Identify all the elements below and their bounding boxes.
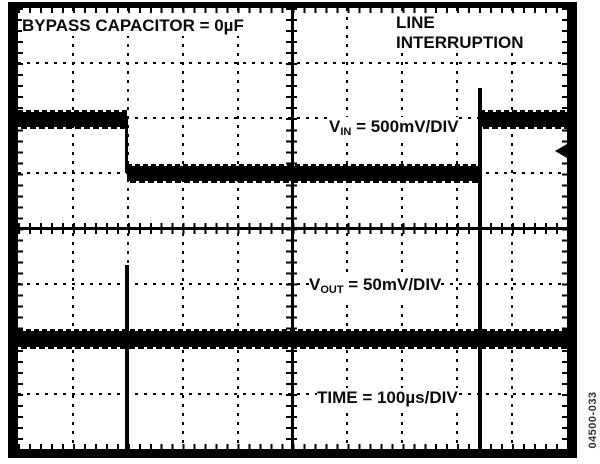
trace-vout-band xyxy=(18,328,567,349)
trace-vin-edge xyxy=(125,119,129,174)
time-scale-label: TIME = 100µs/DIV xyxy=(317,388,458,408)
trace-vout-edge xyxy=(124,264,129,449)
trace-position-arrow-icon xyxy=(555,144,567,159)
vout-symbol: V xyxy=(309,275,321,294)
vout-scale-text: = 50mV/DIV xyxy=(343,275,442,294)
vin-scale-label: VIN = 500mV/DIV xyxy=(329,117,459,142)
figure-number: 04500-033 xyxy=(587,391,599,449)
trace-vin-band xyxy=(18,109,127,129)
bypass-capacitor-label: BYPASS CAPACITOR = 0µF xyxy=(22,16,244,36)
vin-symbol: V xyxy=(329,117,341,136)
vout-subscript: OUT xyxy=(320,284,344,296)
vout-scale-label: VOUT = 50mV/DIV xyxy=(309,275,442,300)
line-interruption-label-line1: LINE xyxy=(396,13,435,32)
trace-vout-edge xyxy=(478,87,483,449)
vin-scale-text: = 500mV/DIV xyxy=(351,117,459,136)
trace-vin-band xyxy=(480,109,567,129)
vin-subscript: IN xyxy=(340,126,352,138)
trace-vin-band xyxy=(126,163,481,183)
center-horizontal-axis xyxy=(18,227,567,230)
line-interruption-label-line2: INTERRUPTION xyxy=(396,33,524,52)
line-interruption-label: LINE INTERRUPTION xyxy=(396,13,524,53)
